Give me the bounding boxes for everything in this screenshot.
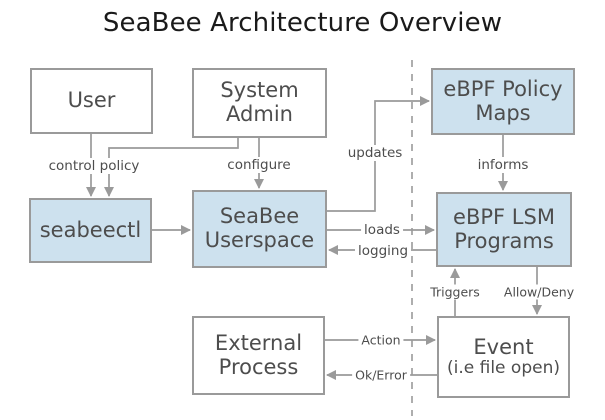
- edge-label-allow-deny: Allow/Deny: [500, 284, 578, 300]
- node-event-label: Event: [473, 334, 534, 359]
- node-seabeectl-label: seabeectl: [39, 217, 142, 242]
- node-external-process-label: External: [214, 330, 303, 355]
- edge-label-updates: updates: [344, 145, 406, 161]
- edge-label-ok-error: Ok/Error: [352, 367, 410, 383]
- node-ebpf-policy-maps[interactable]: eBPF Policy Maps: [431, 68, 575, 135]
- edge-label-logging: logging: [354, 243, 412, 259]
- edge-label-configure: configure: [224, 157, 294, 173]
- page-title: SeaBee Architecture Overview: [102, 8, 503, 38]
- node-event-label-2: (i.e file open): [447, 358, 560, 379]
- node-user[interactable]: User: [30, 68, 153, 134]
- node-external-process-label-2: Process: [218, 354, 299, 379]
- node-system-admin-label-2: Admin: [226, 102, 293, 126]
- node-seabee-userspace[interactable]: SeaBee Userspace: [192, 190, 327, 268]
- edge-label-informs: informs: [474, 157, 532, 173]
- node-ebpf-lsm-programs-label-2: Programs: [454, 228, 554, 253]
- edge-label-control-policy: control policy: [45, 158, 143, 174]
- node-ebpf-policy-maps-label-2: Maps: [475, 100, 531, 125]
- node-external-process[interactable]: External Process: [192, 316, 325, 395]
- node-ebpf-policy-maps-label: eBPF Policy: [443, 76, 563, 101]
- node-seabee-userspace-label: SeaBee: [219, 204, 300, 229]
- node-event[interactable]: Event (i.e file open): [437, 316, 570, 398]
- node-system-admin-label: System: [220, 78, 299, 103]
- node-seabee-userspace-label-2: Userspace: [204, 228, 315, 252]
- node-user-label: User: [67, 88, 116, 113]
- node-system-admin[interactable]: System Admin: [192, 68, 327, 138]
- node-seabeectl[interactable]: seabeectl: [29, 198, 152, 263]
- edge-label-loads: loads: [361, 222, 403, 238]
- edge-label-action: Action: [358, 332, 404, 348]
- node-ebpf-lsm-programs-label: eBPF LSM: [453, 204, 555, 229]
- edge-label-triggers: Triggers: [427, 284, 483, 300]
- node-ebpf-lsm-programs[interactable]: eBPF LSM Programs: [436, 192, 572, 267]
